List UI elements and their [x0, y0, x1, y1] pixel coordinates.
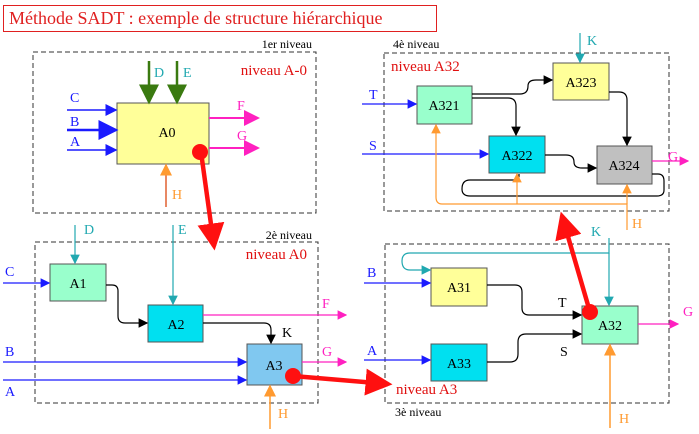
label-h: H	[619, 412, 629, 427]
label-a: A	[5, 385, 16, 400]
box-a2-label: A2	[167, 318, 184, 333]
label-f: F	[322, 297, 330, 312]
box-a1-label: A1	[69, 277, 86, 292]
panel-caption: 3è niveau	[395, 405, 441, 419]
link-a33-a32-s	[487, 329, 583, 363]
link-a322-a324	[545, 154, 598, 173]
panel-level4: 4è niveau niveau A32 A321 A323 A322 A324…	[362, 33, 690, 232]
zoom-arrows	[192, 144, 598, 396]
box-a32-label: A32	[598, 319, 622, 334]
panel-red-label: niveau A0	[246, 247, 307, 263]
zoom-arrow-a32	[555, 211, 593, 313]
link-a321-a322	[472, 97, 521, 137]
label-k: K	[591, 225, 601, 240]
panel-caption: 4è niveau	[393, 37, 439, 51]
panel-red-label: niveau A-0	[241, 63, 307, 79]
label-k: K	[282, 326, 292, 341]
arrow-control-k-a31	[401, 238, 610, 275]
box-a322-label: A322	[501, 149, 532, 164]
link-a323-a324	[609, 91, 632, 147]
label-h: H	[632, 217, 642, 232]
label-h: H	[172, 188, 182, 203]
box-a3-label: A3	[265, 359, 282, 374]
label-g: G	[322, 345, 332, 360]
panel-level1: 1er niveau niveau A-0 A0 C B A D E F G H	[32, 37, 317, 214]
label-g: G	[668, 150, 678, 165]
label-c: C	[70, 91, 79, 106]
link-a321-a323	[472, 75, 554, 95]
label-e: E	[183, 66, 192, 81]
label-a: A	[367, 344, 378, 359]
box-a323-label: A323	[565, 76, 596, 91]
label-c: C	[5, 265, 14, 280]
zoom-arrow-a3	[292, 368, 393, 396]
label-h: H	[278, 407, 288, 422]
diagram-title: Méthode SADT : exemple de structure hiér…	[3, 5, 437, 32]
panel-red-label: niveau A32	[391, 59, 460, 75]
label-d: D	[154, 66, 164, 81]
label-a: A	[70, 135, 81, 150]
zoom-dot-a0	[192, 144, 208, 160]
label-g: G	[237, 129, 247, 144]
box-a31[interactable]	[430, 267, 488, 307]
panel-red-label: niveau A3	[396, 382, 457, 398]
label-b: B	[367, 266, 376, 281]
link-a1-a2	[106, 284, 149, 328]
arrow-mechanism-h-a321	[431, 123, 628, 230]
zoom-dot-a3	[285, 368, 301, 384]
box-a31-label: A31	[447, 281, 471, 296]
panel-caption: 2è niveau	[266, 228, 312, 242]
box-a0-label: A0	[158, 126, 175, 141]
label-t: T	[369, 88, 378, 103]
link-a2-a3-k	[203, 322, 276, 345]
box-a33[interactable]	[430, 343, 488, 382]
label-d: D	[84, 223, 94, 238]
box-a323[interactable]	[552, 62, 610, 101]
box-a321[interactable]	[416, 85, 473, 125]
link-a31-a32-t	[487, 284, 583, 320]
box-a1[interactable]	[49, 263, 107, 302]
label-t: T	[558, 296, 567, 311]
label-b: B	[70, 115, 79, 130]
box-a33-label: A33	[447, 357, 471, 372]
label-s: S	[369, 139, 377, 154]
label-e: E	[178, 223, 187, 238]
zoom-dot-a32	[582, 304, 598, 320]
label-k: K	[587, 34, 597, 49]
box-a324-label: A324	[608, 159, 639, 174]
label-s: S	[560, 345, 568, 360]
label-b: B	[5, 345, 14, 360]
panel-level3: 3è niveau niveau A3 A31 A33 A32 B A K T …	[364, 225, 693, 428]
label-g: G	[683, 305, 693, 320]
panel-level2: 2è niveau niveau A0 A1 A2 A3 C B A D E K…	[3, 223, 348, 429]
box-a321-label: A321	[428, 99, 459, 114]
zoom-arrow-a0	[197, 151, 225, 251]
label-f: F	[237, 99, 245, 114]
panel-caption: 1er niveau	[262, 37, 312, 51]
